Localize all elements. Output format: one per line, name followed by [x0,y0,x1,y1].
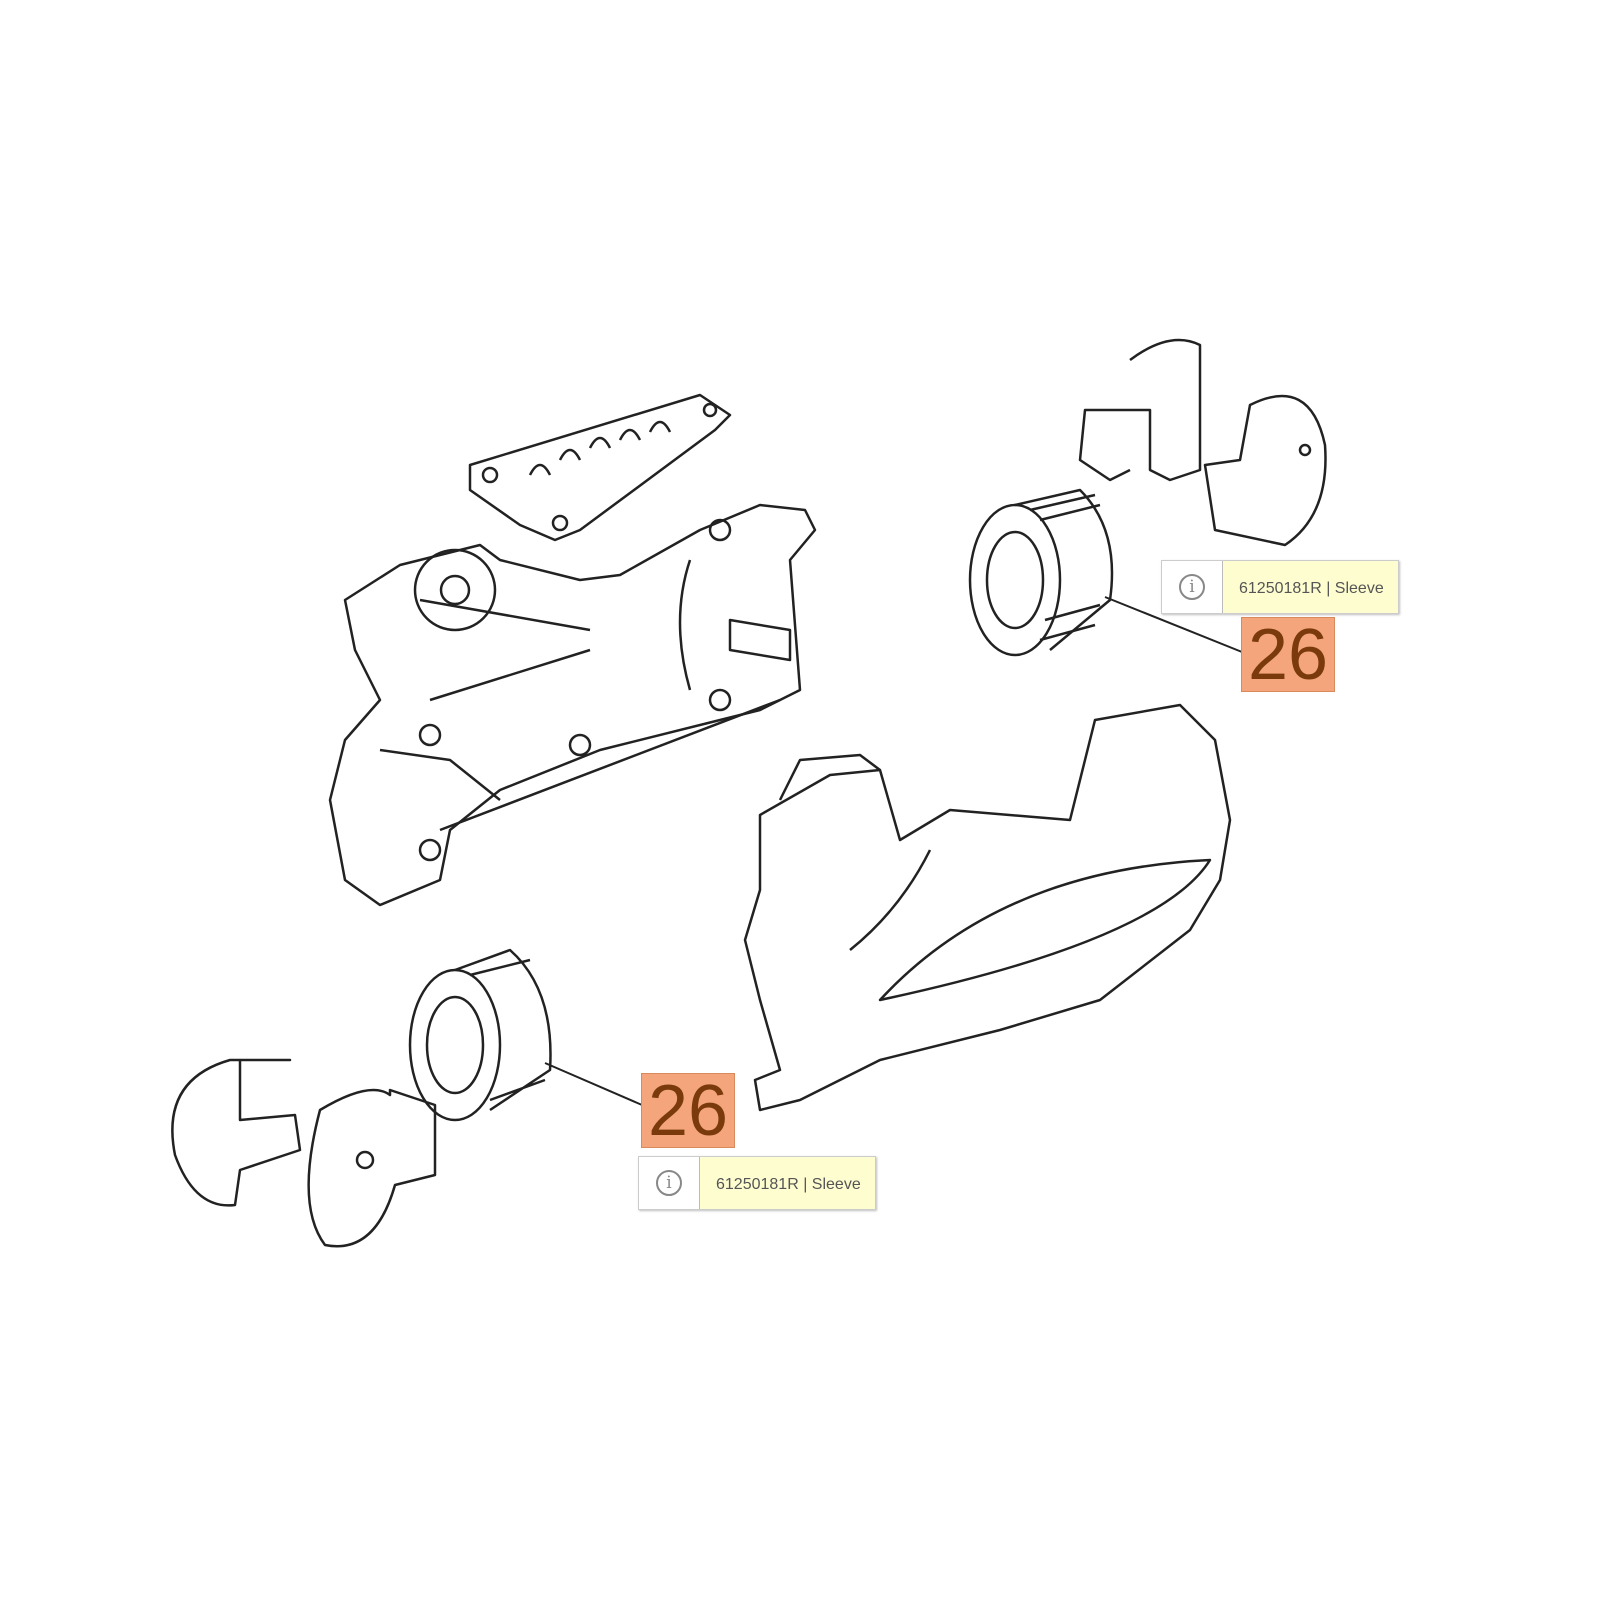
handle-cover [743,703,1232,1112]
end-cap-bottom [171,1058,437,1248]
part-tooltip-top[interactable]: i 61250181R | Sleeve [1161,560,1399,614]
tooltip-text: 61250181R | Sleeve [1223,561,1398,613]
callout-26-bottom[interactable]: 26 [641,1073,735,1149]
bracket-plate [468,393,732,542]
part-tooltip-bottom[interactable]: i 61250181R | Sleeve [638,1156,876,1210]
end-cap-top [1078,338,1327,547]
sleeve-top [968,488,1114,657]
sleeve-bottom [408,948,552,1122]
info-icon[interactable]: i [1162,561,1223,613]
tooltip-text: 61250181R | Sleeve [700,1157,875,1209]
leader-line-top [1104,596,1243,653]
info-icon[interactable]: i [639,1157,700,1209]
leader-line-bottom [544,1062,643,1106]
housing-half [328,503,817,907]
callout-26-top[interactable]: 26 [1241,617,1335,693]
